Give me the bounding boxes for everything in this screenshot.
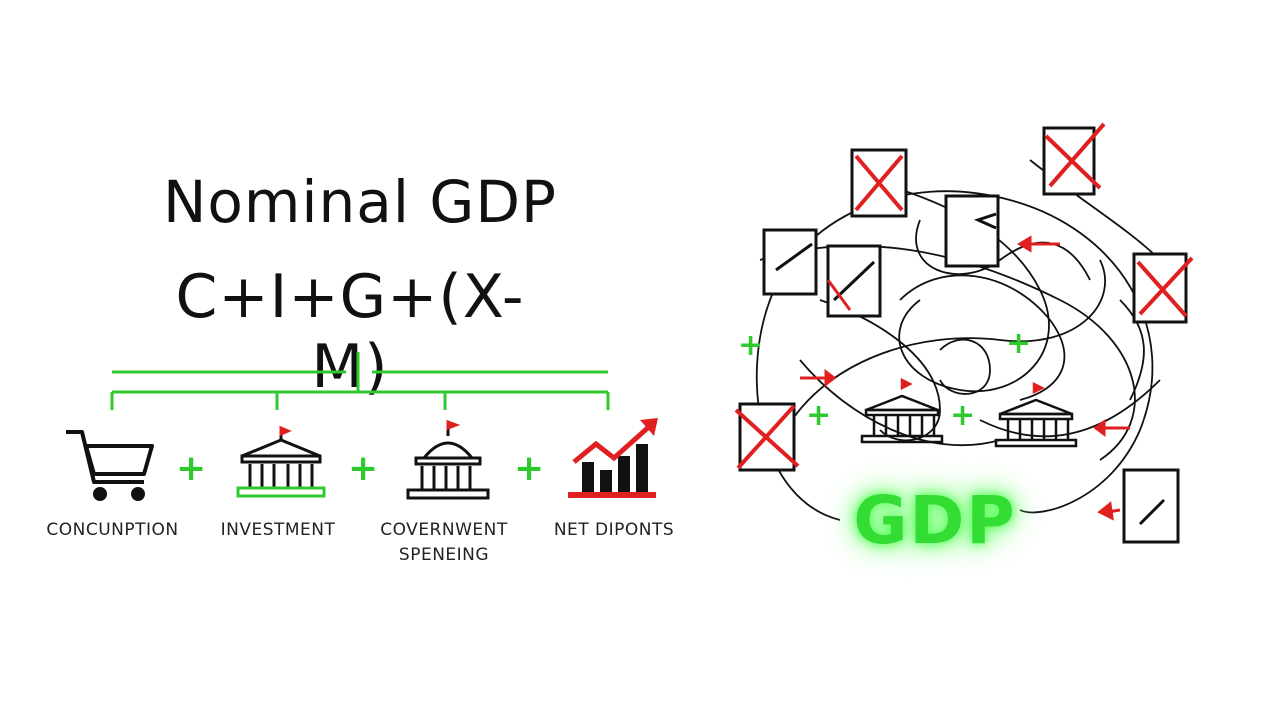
- document-icon: [1122, 468, 1180, 544]
- page-title: Nominal GDP: [163, 168, 557, 236]
- document-icon: [762, 228, 818, 296]
- gdp-formula: C+I+G+(X-M): [175, 262, 525, 402]
- gdp-glow-label: GDP: [853, 482, 1017, 559]
- shopping-cart-icon: [66, 430, 154, 501]
- document-icon: [944, 194, 1000, 268]
- document-icon: [826, 244, 882, 318]
- component-bracket: [110, 352, 610, 410]
- label-consumption: CONCUNPTION: [46, 520, 179, 540]
- red-arrow-icon: [800, 235, 1130, 521]
- bank-building-icon: [860, 377, 944, 444]
- plus-sign: +: [176, 448, 207, 489]
- rising-bar-chart-icon: [568, 418, 658, 498]
- label-net-exports: NET DIPONTS: [553, 520, 675, 540]
- bank-building-icon: [236, 425, 326, 498]
- plus-sign: +: [514, 448, 545, 489]
- crossed-document-icon: [734, 402, 800, 472]
- label-government-spending-line2: SPENEING: [398, 545, 490, 565]
- plus-sign: +: [806, 398, 832, 433]
- plus-sign: +: [1006, 326, 1032, 361]
- label-investment: INVESTMENT: [220, 520, 336, 540]
- plus-sign: +: [738, 328, 764, 363]
- crossed-document-icon: [1042, 122, 1106, 196]
- bank-building-icon: [994, 381, 1078, 448]
- crossed-document-icon: [850, 148, 908, 218]
- government-building-icon: [406, 419, 490, 500]
- label-government-spending-line1: COVERNWENT: [380, 520, 508, 540]
- plus-sign: +: [348, 448, 379, 489]
- crossed-document-icon: [1132, 252, 1194, 324]
- plus-sign: +: [950, 398, 976, 433]
